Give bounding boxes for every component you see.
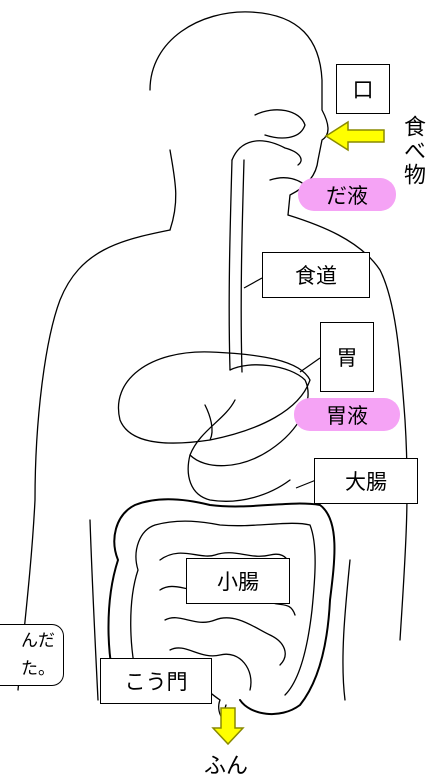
large-intestine-label: 大腸 [345,466,387,496]
neck-left-outline [170,150,176,230]
esophagus-left-wall [229,160,232,370]
small-intestine-label: 小腸 [217,566,259,596]
stomach-label-box: 胃 [320,322,374,392]
left-arm-inner [90,520,98,700]
mouth-label: 口 [353,74,374,104]
anus-label: こう門 [125,666,188,696]
stomach-outline [190,365,308,466]
anus-label-box: こう門 [100,658,212,704]
right-side-body [343,560,350,700]
feces-label: ふん [204,748,248,780]
esophagus-label-box: 食道 [262,252,370,298]
callout-line-1: んだ [0,627,55,655]
mouth-label-box: 口 [336,64,390,114]
food-arrow-icon [326,122,384,150]
stomach-label: 胃 [337,342,358,372]
pharynx-outline [232,141,301,165]
gallbladder-outline [205,405,212,440]
liver-outline [118,352,310,443]
duodenum-outline [188,455,290,501]
large-intestine-label-box: 大腸 [314,458,418,504]
gastric-juice-label: 胃液 [294,398,400,431]
partial-speech-callout: んだ た。 [0,624,64,686]
feces-arrow-icon [213,708,243,744]
callout-line-2: た。 [0,655,55,683]
esophagus-label: 食道 [295,260,337,290]
saliva-label: だ液 [298,178,396,211]
esophagus-right-wall [241,160,244,372]
mouth-outline [255,110,305,138]
food-label: 食べ物 [396,115,428,187]
small-intestine-label-box: 小腸 [186,558,290,604]
